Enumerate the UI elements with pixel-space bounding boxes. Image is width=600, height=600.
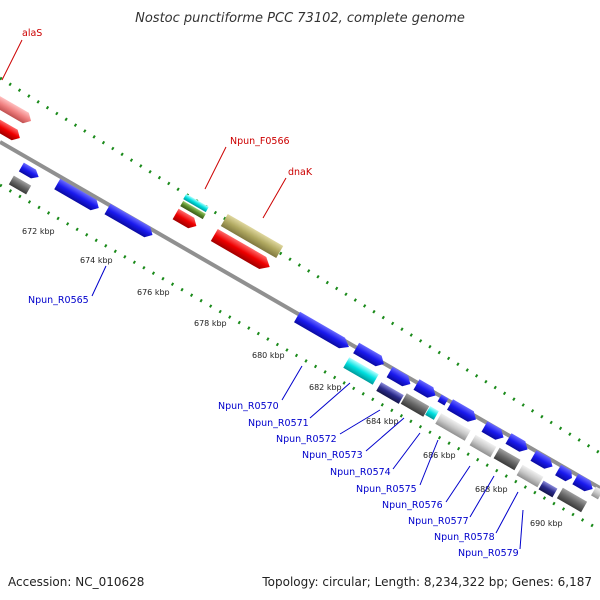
gene-npun-r0579c[interactable] (538, 480, 558, 498)
gene-npun-r0577b[interactable] (469, 434, 497, 458)
gene-features (0, 94, 600, 513)
gene-alas[interactable] (0, 94, 34, 126)
gene-red-large[interactable] (210, 228, 273, 273)
map-title: Nostoc punctiforme PCC 73102, complete g… (135, 11, 465, 26)
gene-npun-r0574a[interactable] (413, 379, 438, 400)
leader-npun-r0565 (91, 265, 107, 297)
gene-npun-r0579b[interactable] (516, 464, 544, 488)
gene-label-npun-f0566[interactable]: Npun_F0566 (230, 136, 290, 147)
kbp-label: 680 kbp (252, 351, 285, 360)
kbp-labels: 672 kbp 674 kbp 676 kbp 678 kbp 680 kbp … (22, 227, 563, 528)
leader-npun-r0579 (519, 509, 524, 550)
gene-labels: alaS Npun_F0566 dnaK Npun_R0565 Npun_R05… (22, 28, 519, 559)
leader-npun-r0572 (339, 409, 381, 435)
gene-label-dnak[interactable]: dnaK (288, 167, 313, 178)
gene-npun-r0580b[interactable] (572, 473, 595, 494)
gene-label-npun-r0571[interactable]: Npun_R0571 (248, 418, 309, 429)
gene-label-alas[interactable]: alaS (22, 28, 42, 39)
gene-npun-r0573b[interactable] (376, 382, 404, 404)
gene-label-npun-r0579[interactable]: Npun_R0579 (458, 548, 519, 559)
gene-npun-r0573a[interactable] (386, 366, 414, 389)
gene-npun-f0566-olive[interactable] (180, 200, 206, 220)
gene-npun-r0578b[interactable] (493, 447, 521, 471)
leader-npun-f0566 (204, 146, 227, 190)
gene-npun-r0570[interactable] (294, 311, 352, 352)
leader-npun-r0570 (281, 365, 303, 401)
gene-npun-r0571[interactable] (353, 342, 387, 369)
leader-npun-r0571 (309, 382, 351, 419)
gene-label-npun-r0565[interactable]: Npun_R0565 (28, 295, 89, 306)
leader-npun-r0578 (495, 491, 519, 534)
kbp-label: 690 kbp (530, 519, 563, 528)
gene-npun-r0578a[interactable] (505, 433, 530, 454)
leader-alas (1, 39, 23, 81)
gene-npun-r0581[interactable] (556, 487, 588, 513)
gene-npun-f0566-cyan[interactable] (183, 193, 209, 213)
gene-npun-r0576a[interactable] (447, 399, 479, 424)
kbp-label: 686 kbp (423, 451, 456, 460)
gene-label-npun-r0576[interactable]: Npun_R0576 (382, 500, 443, 511)
gene-label-npun-r0573[interactable]: Npun_R0573 (302, 450, 363, 461)
gene-dnak[interactable] (220, 213, 284, 259)
gene-npun-r0564[interactable] (8, 175, 32, 195)
gene-label-npun-r0574[interactable]: Npun_R0574 (330, 467, 391, 478)
gene-npun-r0576b[interactable] (435, 413, 471, 441)
gene-npun-r0565b[interactable] (104, 203, 155, 240)
kbp-label: 674 kbp (80, 256, 113, 265)
tick-row-inner (0, 183, 600, 532)
gene-npun-r0579a[interactable] (530, 450, 555, 471)
leader-npun-r0574 (392, 432, 421, 470)
leader-npun-r0573 (365, 417, 405, 452)
gene-label-npun-r0578[interactable]: Npun_R0578 (434, 532, 495, 543)
gene-npun-r0574b[interactable] (400, 393, 430, 417)
accession-text: Accession: NC_010628 (8, 575, 144, 589)
gene-label-npun-r0570[interactable]: Npun_R0570 (218, 401, 279, 412)
genome-summary-text: Topology: circular; Length: 8,234,322 bp… (261, 575, 592, 589)
leader-npun-r0577 (469, 475, 495, 518)
gene-npun-r0565a[interactable] (54, 178, 102, 213)
gene-npun-r0580a[interactable] (555, 464, 575, 483)
kbp-label: 682 kbp (309, 383, 342, 392)
gene-label-npun-r0577[interactable]: Npun_R0577 (408, 516, 469, 527)
tick-row-outer (0, 76, 600, 455)
leader-npun-r0576 (445, 465, 471, 503)
gene-label-npun-r0575[interactable]: Npun_R0575 (356, 484, 417, 495)
gene-label-npun-r0572[interactable]: Npun_R0572 (276, 434, 337, 445)
kbp-label: 684 kbp (366, 417, 399, 426)
leader-dnak (262, 177, 287, 219)
gene-npun-r0572[interactable] (343, 357, 379, 385)
leader-lines (1, 39, 524, 550)
kbp-label: 672 kbp (22, 227, 55, 236)
gene-red-small[interactable] (172, 208, 200, 231)
gene-npun-r0577a[interactable] (481, 421, 506, 442)
gene-upstream-red[interactable] (0, 116, 23, 143)
leader-npun-r0575 (419, 439, 439, 486)
gene-npun-r0563[interactable] (18, 162, 41, 182)
kbp-label: 688 kbp (475, 485, 508, 494)
kbp-label: 676 kbp (137, 288, 170, 297)
kbp-label: 678 kbp (194, 319, 227, 328)
gene-npun-r0575a[interactable] (437, 394, 449, 406)
gene-npun-r0575b[interactable] (425, 406, 439, 420)
